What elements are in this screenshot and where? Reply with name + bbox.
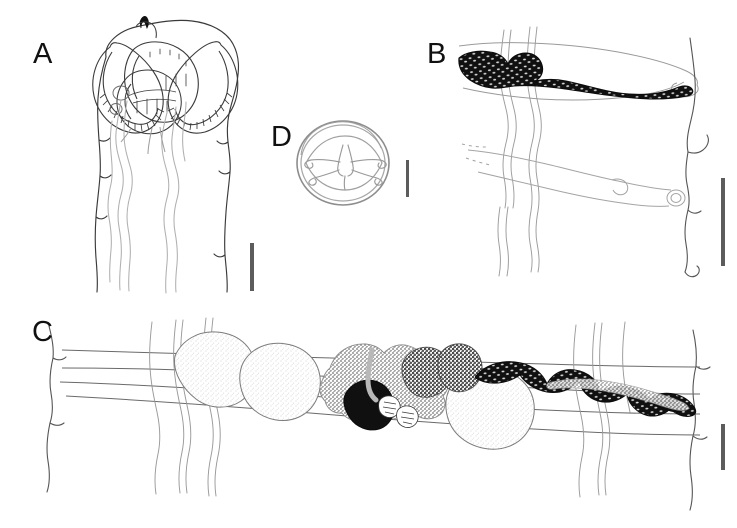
panel-d-egg-shell — [296, 120, 390, 206]
panel-label-d: D — [271, 121, 292, 153]
panel-c-ovary — [343, 379, 395, 431]
panel-c-vitelline-lobes-dark — [401, 343, 483, 398]
panel-a-bothridium-right — [167, 41, 239, 134]
scale-bar-b — [721, 178, 725, 266]
panel-b-gravid-uterus — [458, 50, 694, 100]
panel-a-apical-organ — [116, 69, 182, 135]
panel-b-drawing — [458, 26, 709, 278]
panel-b-segment-margin — [684, 37, 709, 278]
panel-c-drawing — [46, 317, 711, 511]
panel-a-ducts — [120, 126, 166, 155]
panel-d-oncosphere — [305, 135, 383, 191]
panel-a-osmoregulatory-canals — [107, 99, 187, 294]
panel-c-segment-outline — [46, 325, 711, 511]
panel-label-b: B — [427, 38, 447, 70]
scale-bar-d — [406, 160, 409, 197]
panel-a-drawing — [92, 16, 240, 294]
panel-label-c: C — [32, 316, 53, 348]
panel-d-hooks — [304, 144, 387, 191]
panel-b-genital-duct — [461, 143, 686, 207]
panel-c-genital-coils — [378, 395, 419, 428]
panel-c-oviduct — [365, 347, 379, 403]
scale-bar-a — [250, 243, 254, 291]
panel-c-testis-2 — [239, 342, 321, 421]
panel-c-uterus-surround — [546, 378, 689, 411]
panel-a-apical-hook — [135, 16, 157, 39]
panel-a-bothridium-center — [124, 41, 199, 123]
panel-d-drawing — [296, 120, 390, 206]
scale-bar-c — [721, 424, 725, 470]
panel-label-a: A — [33, 38, 53, 70]
